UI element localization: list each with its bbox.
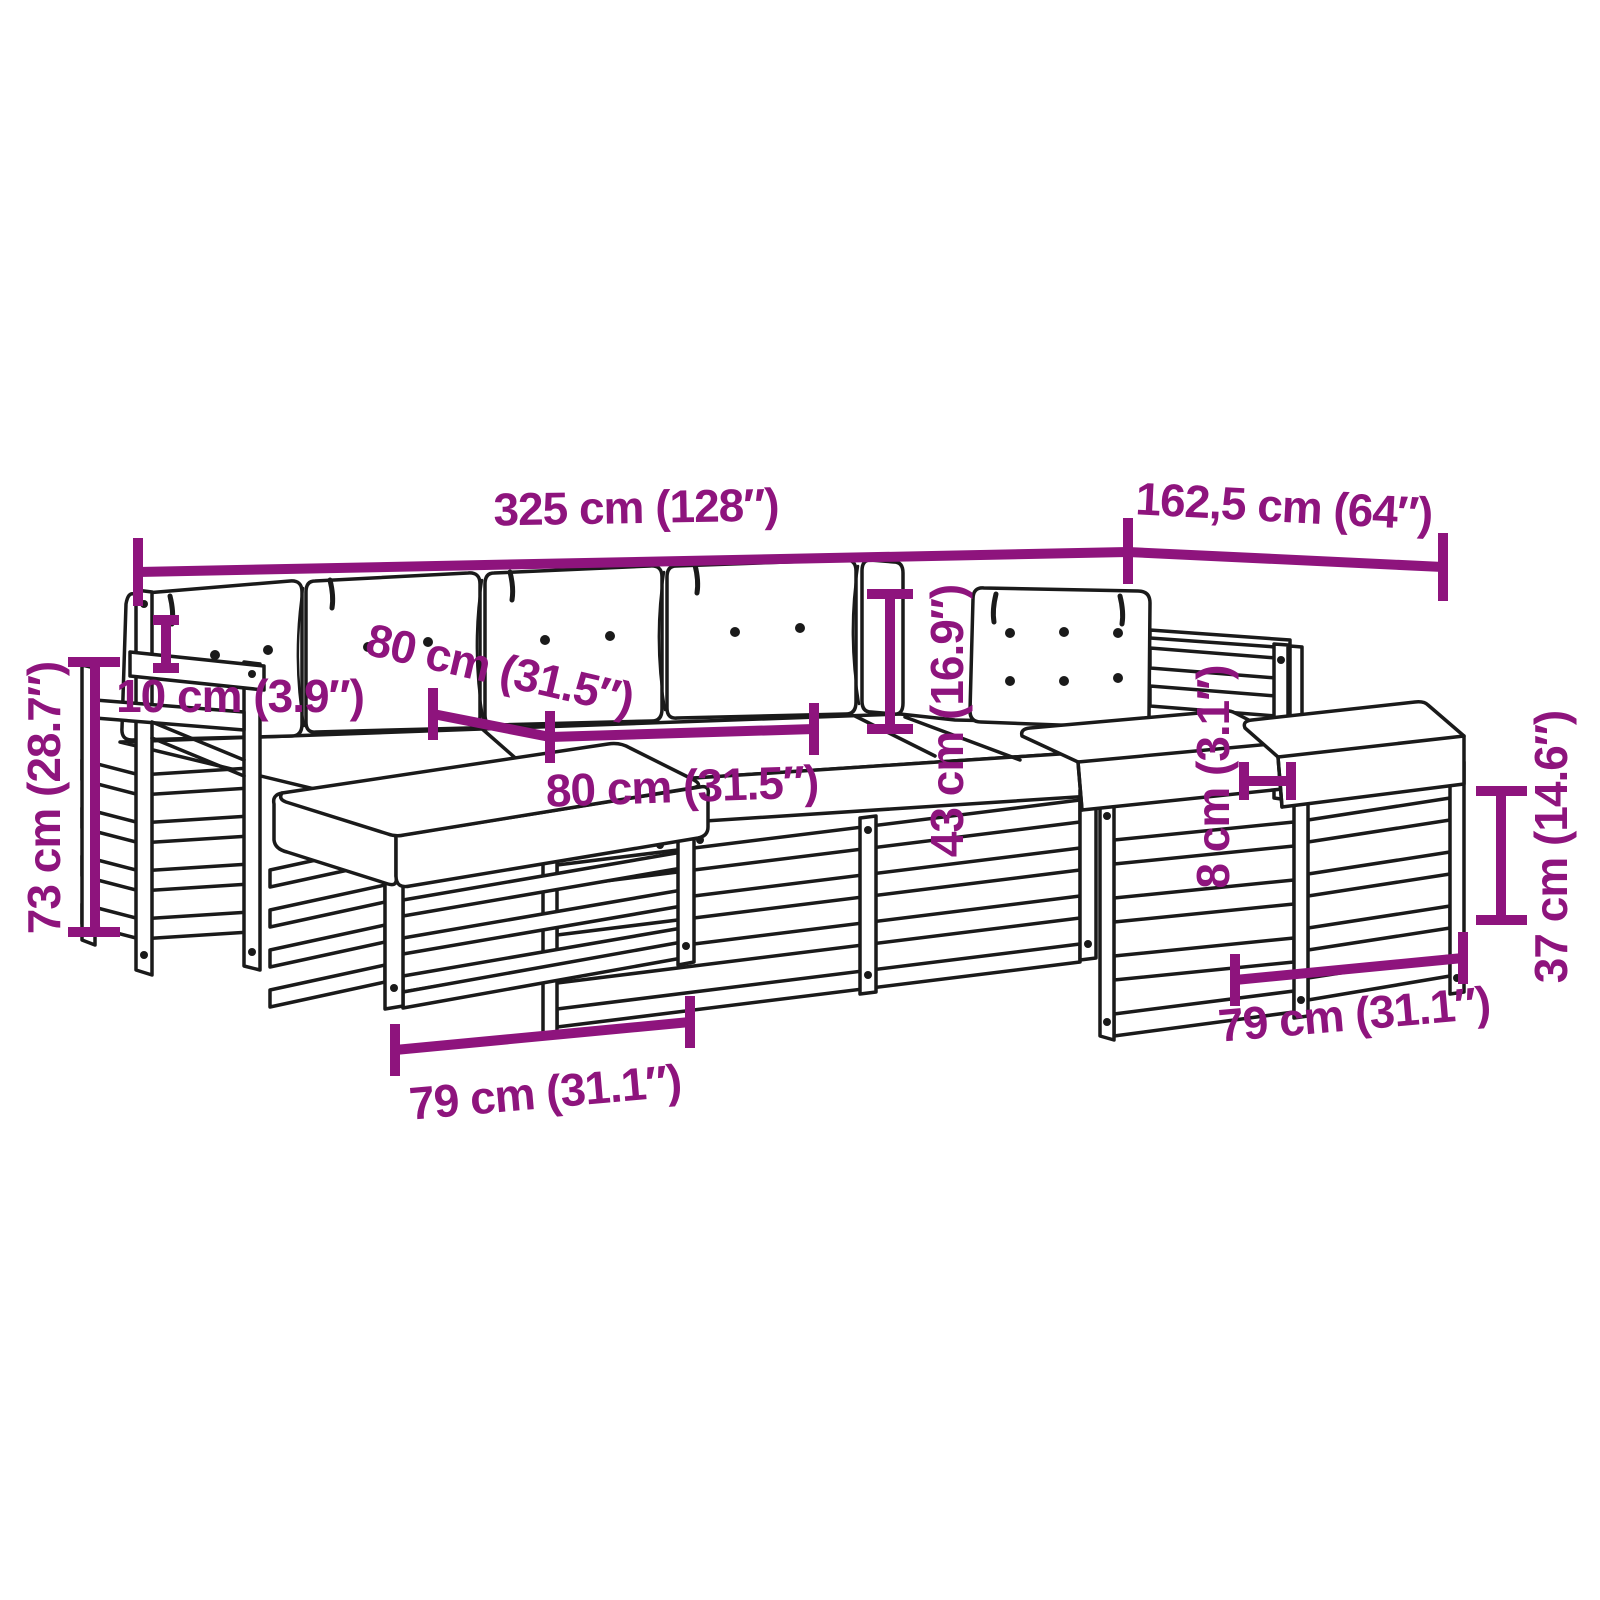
dim-line-seat-module (549, 724, 815, 742)
label-seat-module-width: 80 cm (31.5″) (544, 755, 820, 817)
left-corner-module (80, 588, 266, 977)
dim-line-back-module (432, 709, 551, 742)
label-total-width: 325 cm (128″) (492, 478, 780, 536)
label-ottoman-height: 37 cm (14.6″) (1525, 710, 1577, 984)
dim-line-ottoman-right (1234, 953, 1464, 985)
left-ottoman (268, 741, 711, 1011)
label-seat-cushion-thickness: 8 cm (3.1″) (1187, 665, 1239, 889)
label-total-height: 73 cm (28.7″) (18, 661, 70, 935)
dim-line-ottoman-left (394, 1017, 691, 1055)
dim-line-wing-depth (1127, 547, 1444, 572)
label-backrest-height: 43 cm (16.9″) (921, 584, 973, 858)
right-corner-and-ottoman (1019, 700, 1466, 1042)
label-back-cushion-thickness: 10 cm (3.9″) (116, 670, 365, 722)
dim-line-total-width (137, 547, 1129, 577)
dimension-lines (68, 518, 1527, 1076)
